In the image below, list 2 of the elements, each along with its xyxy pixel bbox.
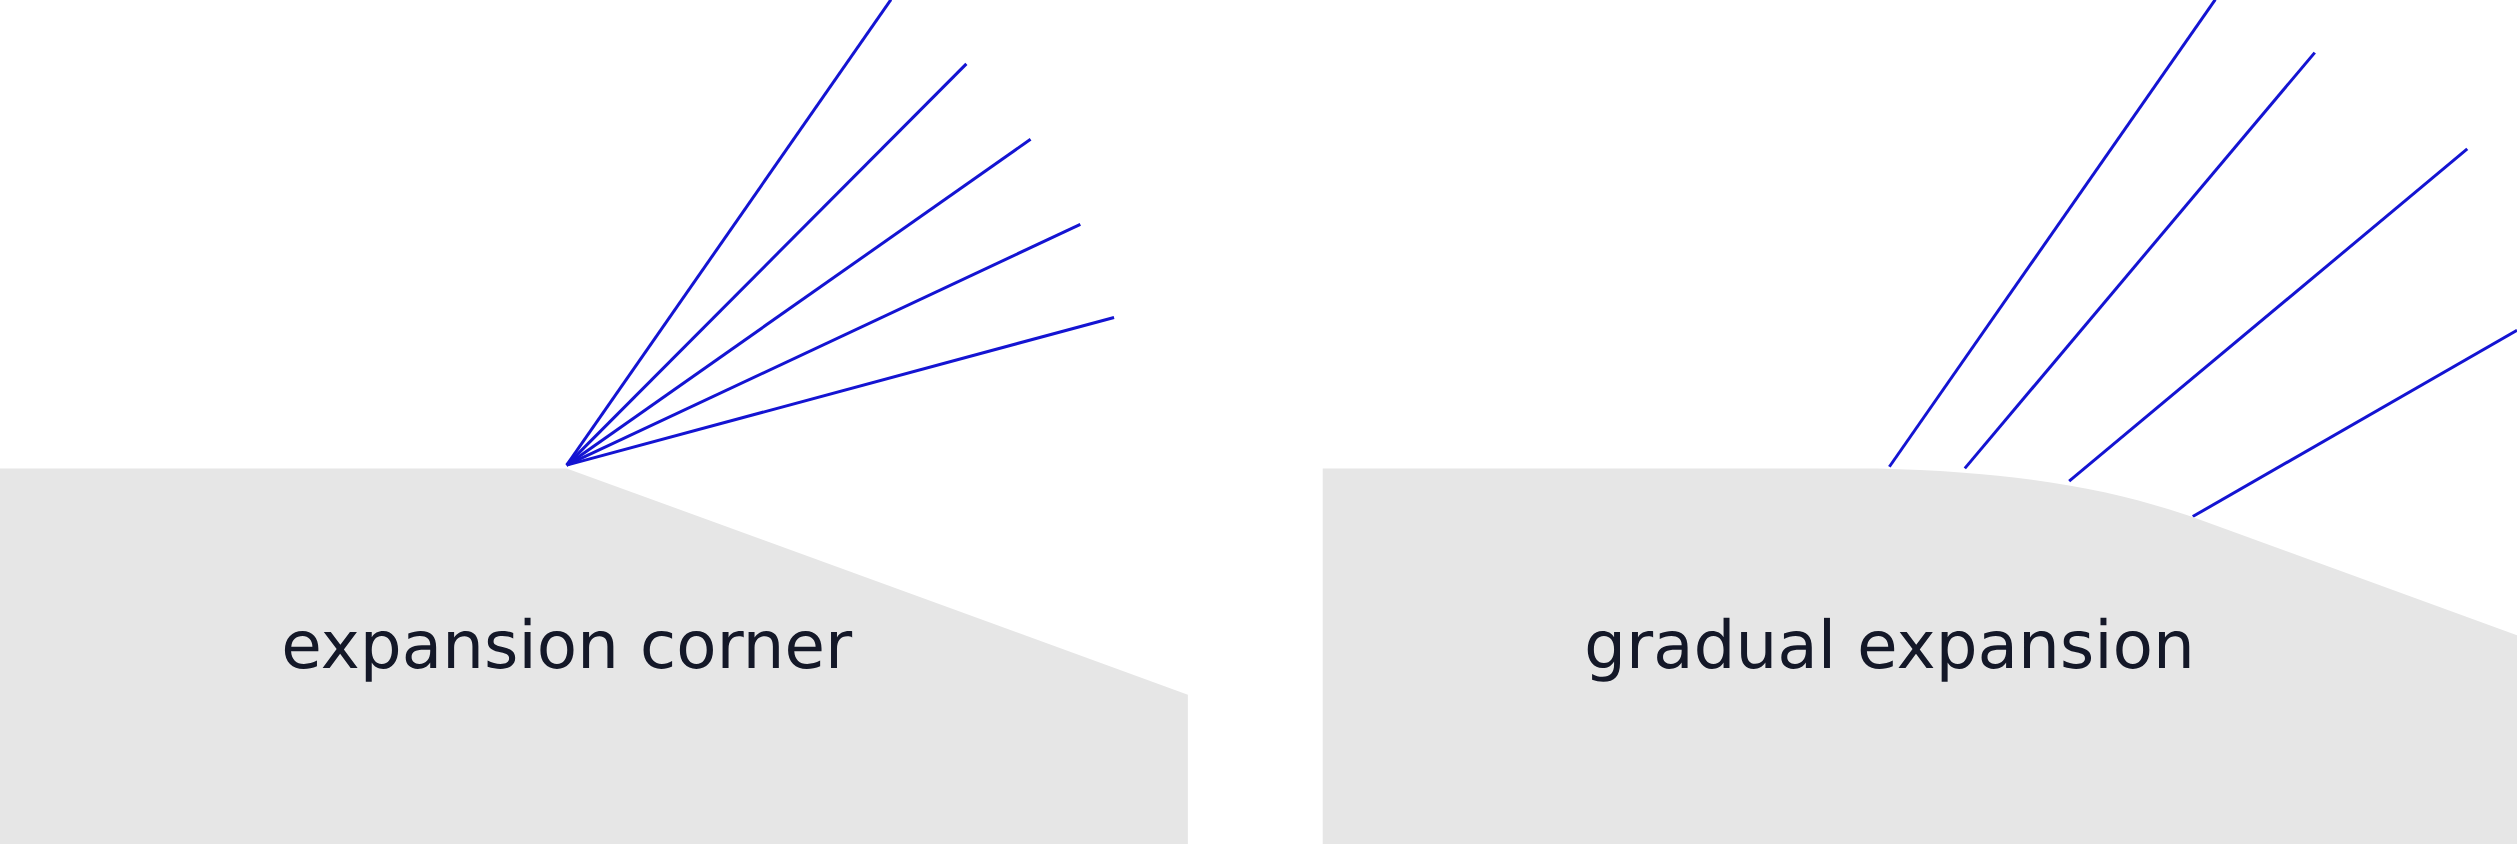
wall-block: expansion corner xyxy=(0,468,1188,844)
wall-block: gradual expansion xyxy=(1322,468,2517,844)
